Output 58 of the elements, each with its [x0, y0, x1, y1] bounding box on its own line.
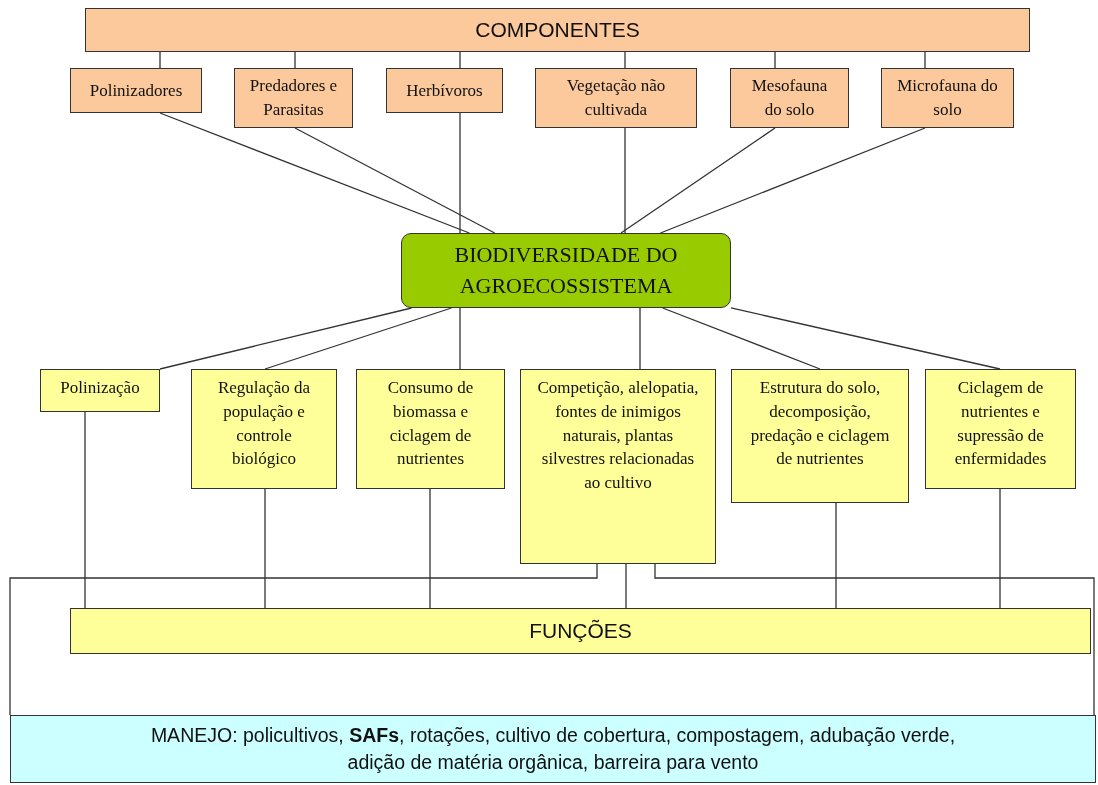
connector-line: [639, 307, 641, 370]
connector-line: [264, 488, 266, 609]
function-box: [520, 369, 716, 564]
function-box: [731, 369, 909, 503]
component-box: [70, 68, 202, 113]
component-box: [730, 68, 849, 128]
central-box: [401, 233, 731, 308]
node-label: Polinizadores: [89, 79, 183, 102]
node-label: FUNÇÕES: [529, 618, 632, 645]
management-banner: [10, 715, 1096, 783]
connector-line: [659, 127, 926, 234]
function-box: [925, 369, 1076, 489]
node-label: Mesofauna do solo: [750, 75, 829, 121]
connector-line: [9, 563, 598, 716]
component-box: [881, 68, 1014, 128]
node-label: Consumo de biomassa e ciclagem de nutrientes: [386, 377, 475, 471]
connector-line: [654, 563, 1095, 716]
connector-line: [624, 51, 626, 69]
connector-line: [159, 307, 413, 370]
connector-line: [459, 307, 461, 370]
component-box: [234, 68, 353, 128]
function-box: [356, 369, 505, 489]
node-label: Regulação da população e controle biológico: [216, 377, 311, 471]
function-box: [191, 369, 337, 489]
function-box: [40, 369, 160, 412]
node-label: Microfauna do solo: [896, 75, 999, 121]
connector-line: [294, 127, 496, 234]
connector-line: [429, 488, 431, 609]
connector-line: [620, 127, 776, 234]
connector-line: [624, 127, 626, 234]
node-label: Predadores e Parasitas: [249, 75, 338, 121]
component-box: [535, 68, 697, 128]
connector-line: [924, 51, 926, 69]
node-label: Vegetação não cultivada: [565, 75, 667, 121]
node-label: Estrutura do solo, decomposição, predação e ciclagem de nutrientes: [749, 377, 891, 471]
connector-line: [159, 51, 161, 69]
connector-line: [159, 112, 470, 234]
connector-line: [294, 51, 296, 69]
connector-line: [459, 112, 461, 234]
footer-bar: [70, 608, 1091, 654]
connector-line: [662, 307, 821, 370]
node-label: Herbívoros: [406, 79, 483, 102]
node-label: Competição, alelopatia, fontes de inimigos naturais, plantas silvestres relacionadas ao cultivo: [536, 377, 700, 495]
connector-line: [999, 488, 1001, 609]
connector-line: [730, 307, 1001, 370]
connector-line: [835, 502, 837, 609]
node-label: MANEJO: policultivos, SAFs, rotações, cultivo de cobertura, compostagem, adubação verde, adição de matéria orgânica, barreira para vento: [149, 722, 957, 775]
connector-line: [459, 51, 461, 69]
connector-line: [774, 51, 776, 69]
component-box: [386, 68, 503, 113]
connector-line: [84, 411, 86, 609]
header-bar: [85, 8, 1030, 52]
connector-line: [625, 563, 627, 609]
node-label: COMPONENTES: [475, 17, 640, 44]
node-label: Ciclagem de nutrientes e supressão de enfermidades: [953, 377, 1048, 471]
node-label: BIODIVERSIDADE DO AGROECOSSISTEMA: [453, 240, 679, 300]
connector-line: [264, 307, 453, 370]
node-label: Polinização: [60, 377, 140, 399]
